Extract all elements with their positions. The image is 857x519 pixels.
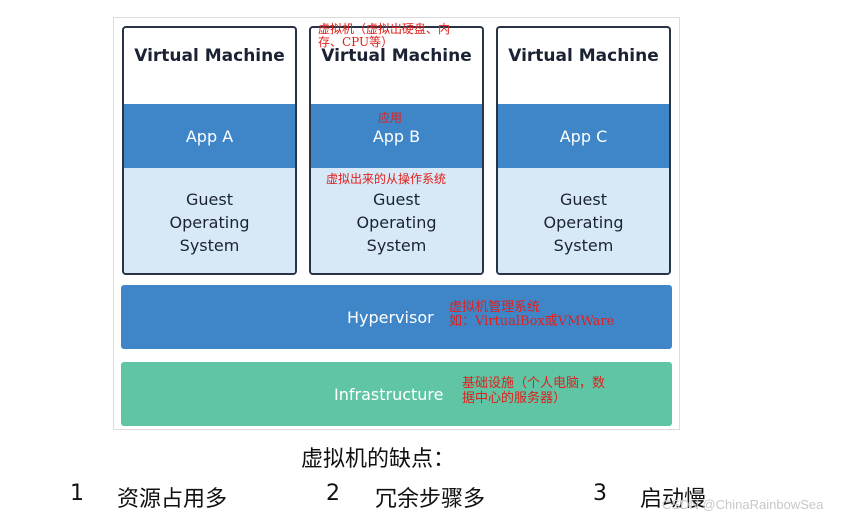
vm-title: Virtual Machine — [321, 46, 472, 66]
guest-os-line: System — [553, 236, 614, 255]
guest-os-line: Guest — [186, 190, 233, 209]
app-label: App B — [311, 104, 482, 168]
infrastructure-note-line: 据中心的服务器） — [462, 391, 567, 406]
app-label: App C — [498, 104, 669, 168]
app-note: 应用 — [378, 111, 403, 125]
vm-box-b: Virtual Machine App B Guest Operating Sy… — [309, 26, 484, 275]
hypervisor-note-line: 如：VirtualBox或VMWare — [449, 314, 615, 329]
vm-note-line: 虚拟机（虚拟出硬盘、内 — [318, 22, 451, 36]
infrastructure-label: Infrastructure — [334, 384, 444, 404]
vm-box-a: Virtual Machine App A Guest Operating Sy… — [122, 26, 297, 275]
guest-os-line: Guest — [560, 190, 607, 209]
hypervisor-label: Hypervisor — [347, 307, 434, 327]
drawback-number: 3 — [593, 481, 607, 506]
drawback-text: 资源占用多 — [117, 487, 228, 512]
drawback-number: 1 — [70, 481, 84, 506]
watermark: CSDN @ChinaRainbowSea — [662, 497, 824, 512]
guest-os-line: Operating — [543, 213, 624, 232]
drawbacks-title: 虚拟机的缺点： — [301, 447, 456, 472]
drawback-text: 启动慢 — [640, 487, 707, 512]
infrastructure-layer: Infrastructure — [121, 362, 672, 426]
drawback-text: 冗余步骤多 — [375, 487, 486, 512]
guest-os-line: System — [179, 236, 240, 255]
infrastructure-note-line: 基础设施（个人电脑，数 — [462, 376, 606, 391]
hypervisor-layer: Hypervisor — [121, 285, 672, 349]
vm-box-c: Virtual Machine App C Guest Operating Sy… — [496, 26, 671, 275]
guest-os-line: Operating — [169, 213, 250, 232]
drawback-number: 2 — [326, 481, 340, 506]
vm-title: Virtual Machine — [508, 46, 659, 66]
guest-os-label: Guest Operating System — [498, 168, 669, 273]
vm-note-line: 存、CPU等） — [318, 35, 394, 49]
vm-title: Virtual Machine — [134, 46, 285, 66]
guest-os-line: System — [366, 236, 427, 255]
hypervisor-note-line: 虚拟机管理系统 — [449, 300, 541, 315]
guest-os-label: Guest Operating System — [124, 168, 295, 273]
app-label: App A — [124, 104, 295, 168]
guest-os-line: Guest — [373, 190, 420, 209]
hypervisor-note: 虚拟机管理系统 如：VirtualBox或VMWare — [449, 301, 614, 329]
infrastructure-note: 基础设施（个人电脑，数 据中心的服务器） — [462, 376, 605, 406]
guest-os-line: Operating — [356, 213, 437, 232]
guest-os-label: Guest Operating System — [311, 168, 482, 273]
guest-os-note: 虚拟出来的从操作系统 — [326, 172, 447, 186]
vm-note: 虚拟机（虚拟出硬盘、内 存、CPU等） — [318, 23, 468, 49]
